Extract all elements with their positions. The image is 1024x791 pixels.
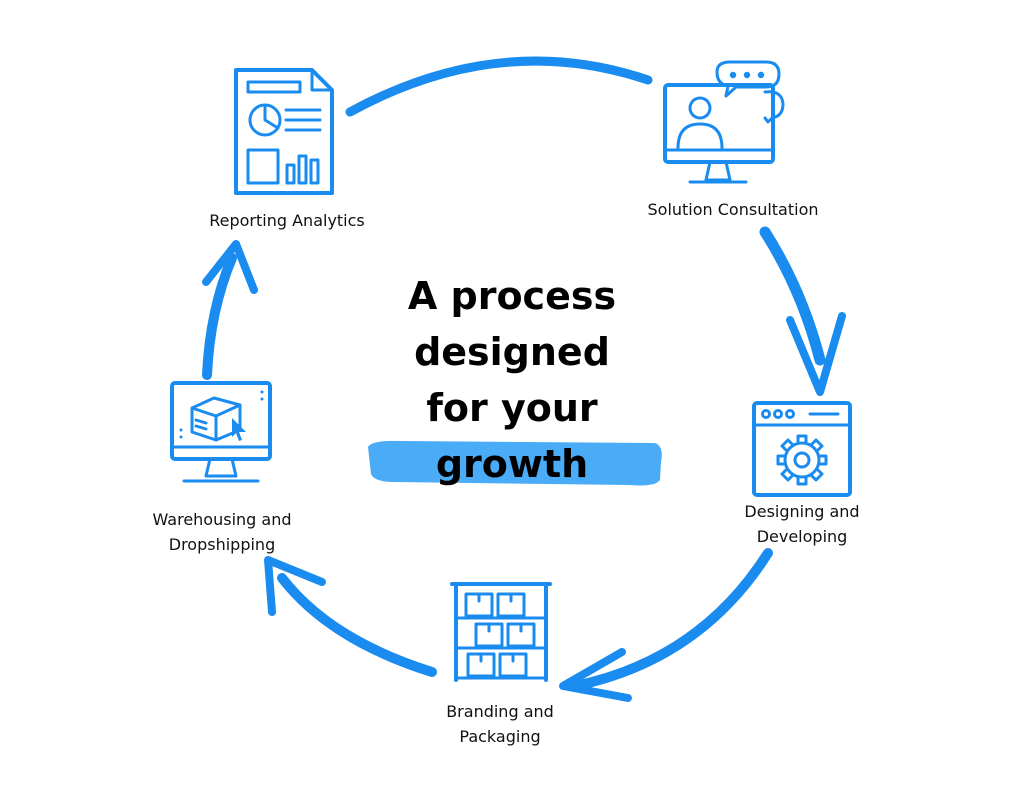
browser-gear-icon: [752, 401, 852, 497]
step-label-reporting-analytics: Reporting Analytics: [209, 208, 365, 233]
step-label-line: Designing and: [744, 502, 860, 521]
step-label-line: Warehousing and: [152, 510, 292, 529]
title-line-3: for your: [426, 386, 598, 430]
report-document-icon: [234, 68, 334, 195]
step-label-solution-consultation: Solution Consultation: [647, 197, 818, 222]
title-line-1: A process: [407, 274, 617, 318]
step-label-designing-developing: Designing and Developing: [744, 499, 859, 549]
step-label-line: Dropshipping: [168, 535, 276, 554]
highlight-brush: [368, 440, 662, 486]
step-label-line: Solution Consultation: [647, 200, 819, 219]
warehouse-shelf-icon: [450, 582, 552, 682]
diagram-title: A process designed for your growth: [347, 268, 677, 492]
arrow-reporting-to-consultation: [345, 56, 653, 117]
arrow-warehousing-to-reporting: [202, 240, 258, 380]
title-line-4: growth: [435, 442, 589, 486]
video-consultation-icon: [663, 60, 785, 184]
step-label-warehousing-dropshipping: Warehousing and Dropshipping: [152, 507, 291, 557]
arrow-branding-to-warehousing: [264, 556, 437, 677]
step-label-line: Branding and: [446, 702, 554, 721]
step-label-line: Packaging: [459, 727, 541, 746]
step-label-branding-packaging: Branding and Packaging: [446, 699, 554, 749]
arrow-designing-to-branding: [559, 548, 773, 702]
step-label-line: Reporting Analytics: [209, 211, 365, 230]
monitor-box-icon: [170, 381, 272, 483]
arrow-consultation-to-designing: [759, 226, 846, 396]
step-label-line: Developing: [756, 527, 848, 546]
title-line-2: designed: [414, 330, 610, 374]
